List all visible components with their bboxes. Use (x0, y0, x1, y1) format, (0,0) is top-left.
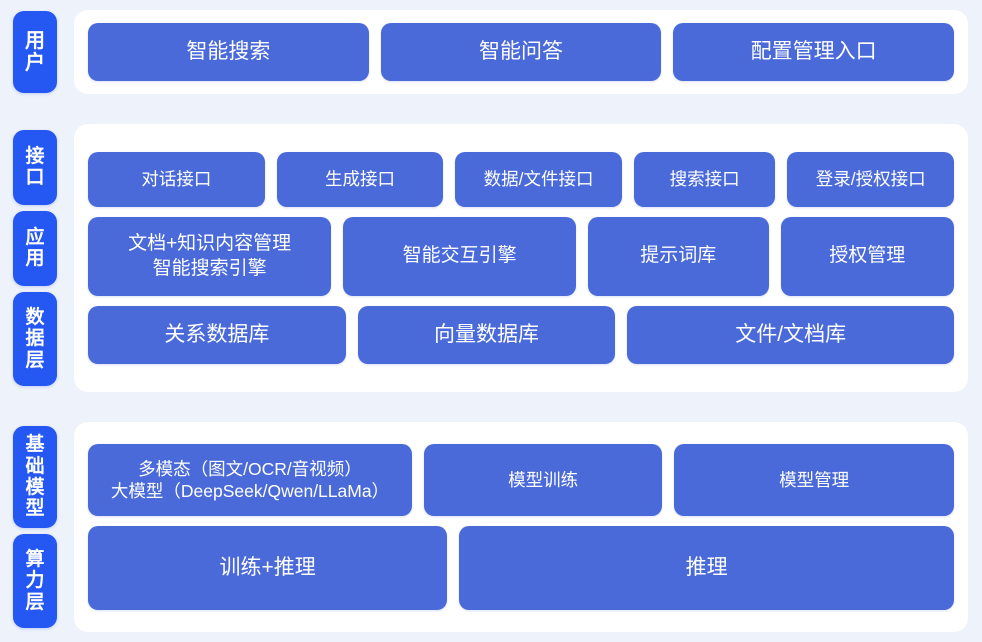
module-box[interactable]: 智能交互引擎 (343, 217, 577, 296)
rail-label-char: 模 (25, 476, 45, 498)
module-box[interactable]: 生成接口 (276, 152, 444, 207)
rail-label-char: 层 (25, 591, 45, 613)
rail-label-char: 型 (25, 498, 45, 520)
rail-middle: 接口 应用 数据层 (0, 114, 70, 402)
card-middle: 对话接口生成接口数据/文件接口搜索接口登录/授权接口 文档+知识内容管理 智能搜… (74, 124, 968, 392)
module-box[interactable]: 关系数据库 (88, 306, 346, 364)
module-box[interactable]: 配置管理入口 (673, 23, 955, 81)
band-foundation: 基础模型 算力层 多模态（图文/OCR/音视频） 大模型（DeepSeek/Qw… (0, 412, 982, 642)
module-box[interactable]: 模型管理 (674, 444, 954, 516)
module-box[interactable]: 对话接口 (88, 152, 265, 207)
rail-label-base-model: 基础模型 (13, 426, 57, 528)
module-box[interactable]: 文档+知识内容管理 智能搜索引擎 (88, 217, 332, 296)
rail-label-application: 应用 (13, 210, 57, 286)
card-user: 智能搜索智能问答配置管理入口 (74, 10, 968, 94)
rail-foundation: 基础模型 算力层 (0, 412, 70, 642)
module-box[interactable]: 推理 (459, 526, 954, 610)
module-box[interactable]: 文件/文档库 (627, 306, 954, 364)
row-user-entries: 智能搜索智能问答配置管理入口 (88, 23, 955, 81)
band-middle: 接口 应用 数据层 对话接口生成接口数据/文件接口搜索接口登录/授权接口 文档+… (0, 114, 982, 402)
module-box[interactable]: 智能问答 (380, 23, 662, 81)
rail-label-char: 据 (25, 328, 45, 350)
rail-label-char: 层 (25, 349, 45, 371)
row-interface: 对话接口生成接口数据/文件接口搜索接口登录/授权接口 (88, 152, 954, 207)
rail-label-char: 接 (25, 146, 45, 168)
module-box[interactable]: 智能搜索 (88, 23, 369, 81)
band-user: 用户 智能搜索智能问答配置管理入口 (0, 0, 982, 104)
rail-label-user: 用户 (13, 11, 57, 93)
module-box[interactable]: 训练+推理 (88, 526, 448, 610)
row-data: 关系数据库向量数据库文件/文档库 (88, 306, 954, 364)
rail-user: 用户 (0, 0, 70, 104)
card-foundation: 多模态（图文/OCR/音视频） 大模型（DeepSeek/Qwen/LLaMa）… (74, 422, 968, 632)
rail-label-char: 基 (25, 434, 45, 456)
module-box[interactable]: 登录/授权接口 (787, 152, 954, 207)
module-box[interactable]: 授权管理 (780, 217, 954, 296)
rail-label-char: 口 (25, 167, 45, 189)
rail-label-char: 用 (25, 248, 45, 270)
rail-label-data-layer: 数据层 (13, 291, 57, 386)
row-application: 文档+知识内容管理 智能搜索引擎智能交互引擎提示词库授权管理 (88, 217, 954, 296)
module-box[interactable]: 搜索接口 (633, 152, 776, 207)
rail-label-char: 应 (25, 227, 45, 249)
module-box[interactable]: 提示词库 (588, 217, 769, 296)
rail-label-char: 户 (25, 52, 45, 74)
rail-label-char: 用 (25, 29, 45, 52)
rail-label-char: 算 (25, 549, 45, 571)
row-compute: 训练+推理推理 (88, 526, 954, 610)
module-box[interactable]: 模型训练 (423, 444, 663, 516)
rail-label-char: 数 (25, 307, 45, 329)
rail-label-char: 础 (25, 455, 45, 477)
rail-label-interface: 接口 (13, 130, 57, 205)
module-box[interactable]: 多模态（图文/OCR/音视频） 大模型（DeepSeek/Qwen/LLaMa） (88, 444, 412, 516)
row-model: 多模态（图文/OCR/音视频） 大模型（DeepSeek/Qwen/LLaMa）… (88, 444, 954, 516)
module-box[interactable]: 向量数据库 (357, 306, 616, 364)
rail-label-compute-layer: 算力层 (13, 533, 57, 628)
rail-label-char: 力 (25, 570, 45, 592)
module-box[interactable]: 数据/文件接口 (455, 152, 622, 207)
